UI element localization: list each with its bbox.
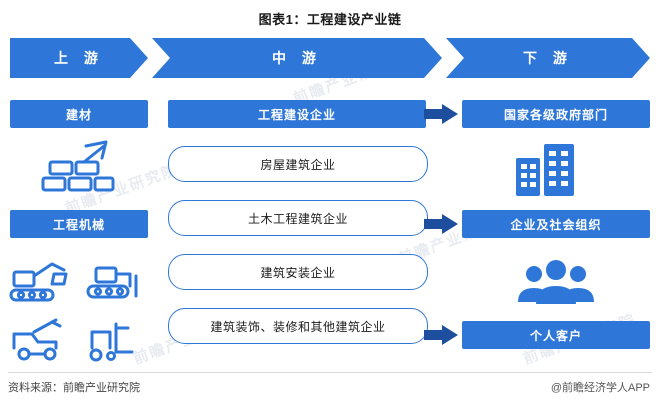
midstream-item-3: 建筑装饰、装修和其他建筑企业 [168, 308, 428, 344]
page-title: 图表1：工程建设产业链 [258, 12, 402, 27]
midstream-header-box: 工程建设企业 [168, 100, 426, 128]
midstream-item-2: 建筑安装企业 [168, 254, 428, 290]
stage-banner-upstream: 上 游 [10, 38, 148, 78]
people-group-icon [508, 258, 604, 315]
upstream-box-building-materials: 建材 [10, 100, 148, 128]
flow-arrow-icon [424, 214, 458, 234]
flow-arrow-icon [424, 104, 458, 124]
forklift-icon [82, 316, 146, 371]
footer-source: 资料来源：前瞻产业研究院 [8, 382, 140, 394]
upstream-box-construction-machinery: 工程机械 [10, 210, 148, 238]
tow-truck-icon [8, 316, 72, 371]
bricks-icon [40, 140, 116, 201]
excavator-icon [8, 256, 72, 311]
flow-arrow-icon [424, 325, 458, 345]
midstream-item-1: 土木工程建筑企业 [168, 200, 428, 236]
downstream-box-enterprises: 企业及社会组织 [462, 210, 650, 238]
office-building-icon [510, 140, 580, 203]
stage-banner-midstream: 中 游 [152, 38, 442, 78]
footer-divider [8, 372, 652, 373]
downstream-box-government: 国家各级政府部门 [462, 100, 650, 128]
bulldozer-icon [82, 256, 146, 311]
footer-brand: @前瞻经济学人APP [550, 382, 650, 394]
downstream-box-individuals: 个人客户 [462, 321, 650, 349]
industry-chain-diagram: 前瞻产业研究院 前瞻产业研究院 前瞻产业研究院 前瞻产业研究院 前瞻产业研究院 … [0, 28, 660, 368]
midstream-item-0: 房屋建筑企业 [168, 146, 428, 182]
stage-banner-downstream: 下 游 [446, 38, 650, 78]
